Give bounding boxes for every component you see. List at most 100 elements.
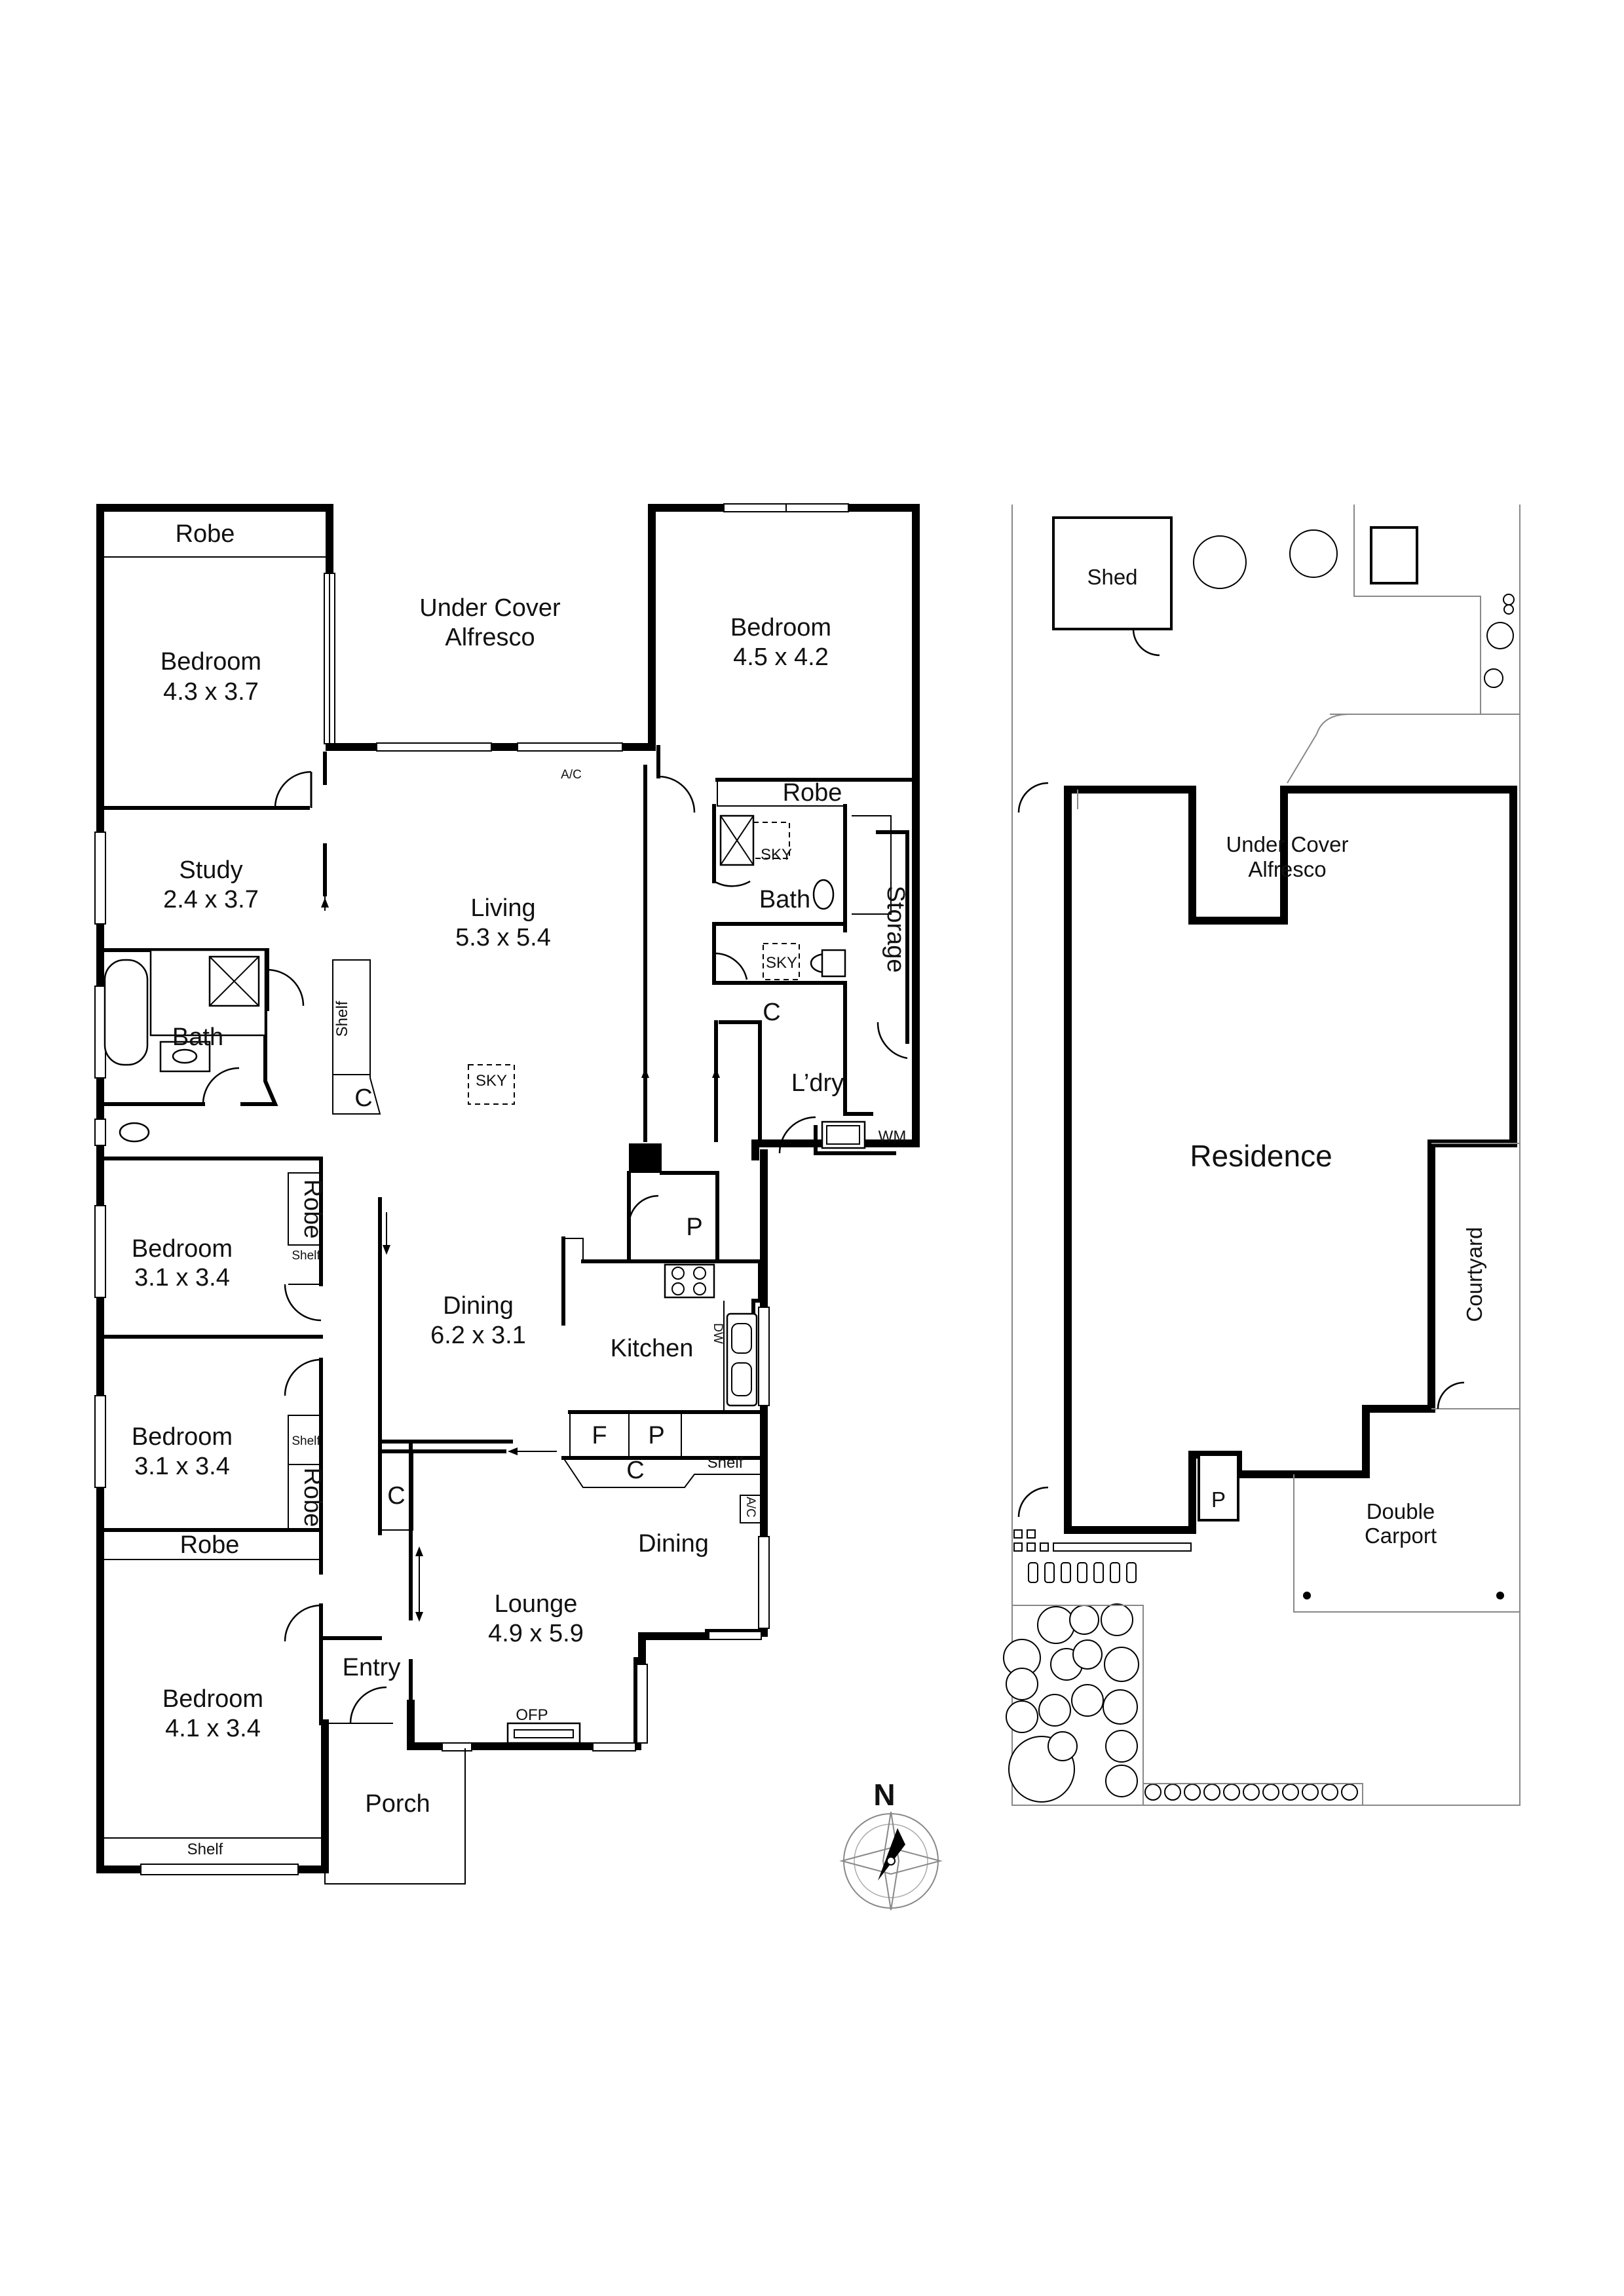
label-cupboard-lounge: C	[387, 1482, 405, 1510]
label-bedroom-w2-size: 3.1 x 3.4	[134, 1453, 230, 1480]
label-shelf-bed2: Shelf	[292, 1434, 320, 1448]
label-robe-w1: Robe	[299, 1179, 326, 1239]
sink-icon	[726, 1312, 758, 1407]
label-bedroom-w1-size: 3.1 x 3.4	[134, 1264, 230, 1292]
tree-icon	[1289, 529, 1338, 578]
label-robe-w2: Robe	[299, 1468, 326, 1527]
label-study: Study	[179, 856, 242, 884]
label-cupboard-kitchen: C	[626, 1457, 644, 1484]
tree-icon	[1069, 1605, 1099, 1635]
tree-icon	[1105, 1730, 1138, 1763]
label-sky-bath: SKY	[761, 846, 792, 864]
label-site-p: P	[1211, 1487, 1226, 1512]
basin-ne-icon	[812, 879, 835, 910]
label-living: Living	[470, 894, 535, 922]
label-dining-size: 6.2 x 3.1	[430, 1322, 526, 1349]
porch-outline	[324, 1723, 466, 1885]
label-alfresco-l2: Alfresco	[445, 624, 535, 651]
label-robe-ne: Robe	[783, 779, 842, 807]
label-site-alfresco-l2: Alfresco	[1248, 857, 1326, 881]
label-bedroom-ne: Bedroom	[730, 614, 831, 641]
label-shelf-hall: Shelf	[333, 1001, 351, 1037]
water-tank	[1370, 526, 1418, 584]
label-robe-sw: Robe	[180, 1531, 240, 1559]
tree-icon	[1103, 1689, 1138, 1725]
label-shed: Shed	[1087, 565, 1137, 589]
room-labels: Robe Bedroom 4.3 x 3.7 Under Cover Alfre…	[132, 520, 909, 1818]
cooktop-icon	[664, 1263, 715, 1299]
label-dining-small: Dining	[638, 1530, 709, 1558]
tree-icon	[1484, 668, 1503, 688]
column	[629, 1143, 662, 1173]
label-living-size: 5.3 x 5.4	[455, 924, 551, 951]
tree-icon	[1072, 1639, 1103, 1670]
label-dw: DW	[711, 1323, 725, 1344]
label-ofp: OFP	[516, 1706, 548, 1724]
label-porch: Porch	[365, 1790, 430, 1818]
shed	[1052, 516, 1173, 630]
label-shelf-kitchen: Shelf	[708, 1454, 744, 1472]
site-boundary	[1011, 505, 1520, 1806]
label-cupboard-ne: C	[763, 999, 780, 1026]
label-study-size: 2.4 x 3.7	[163, 886, 259, 913]
tree-icon	[1193, 535, 1247, 589]
label-sky-living: SKY	[476, 1072, 507, 1090]
small-labels: A/C A/C SKY SKY SKY Shelf Shelf Shelf Sh…	[187, 768, 797, 1858]
label-bedroom-ne-size: 4.5 x 4.2	[733, 643, 829, 671]
tree-icon	[1503, 594, 1515, 605]
tree-icon	[1048, 1731, 1078, 1761]
tree-icon	[1101, 1603, 1133, 1636]
tree-icon	[1486, 622, 1514, 649]
exterior-walls	[96, 504, 920, 1873]
label-cupboard-hall: C	[354, 1084, 372, 1112]
compass: N	[839, 1778, 943, 1911]
tree-icon	[1105, 1765, 1138, 1797]
label-robe-nw: Robe	[176, 520, 235, 548]
label-lounge: Lounge	[495, 1590, 578, 1618]
label-bedroom-sw-size: 4.1 x 3.4	[165, 1715, 261, 1742]
label-bedroom-w1: Bedroom	[132, 1235, 233, 1263]
doors	[202, 771, 908, 1724]
label-kitchen: Kitchen	[611, 1335, 694, 1362]
label-storage: Storage	[882, 885, 909, 972]
label-carport-l2: Carport	[1365, 1523, 1437, 1548]
label-carport-l1: Double	[1367, 1499, 1435, 1523]
hedge	[1144, 1784, 1358, 1801]
paving	[1013, 1529, 1192, 1583]
label-lounge-size: 4.9 x 5.9	[488, 1620, 584, 1647]
label-bath-w: Bath	[172, 1024, 223, 1051]
robes	[100, 556, 892, 1839]
tree-icon	[1503, 604, 1514, 615]
label-sky-wc: SKY	[766, 954, 797, 972]
label-ac-right: A/C	[744, 1497, 757, 1518]
fireplace-icon	[506, 1722, 581, 1744]
label-site-alfresco-l1: Under Cover	[1226, 832, 1348, 856]
label-laundry: L’dry	[791, 1069, 844, 1097]
skylights	[468, 822, 800, 1105]
label-bedroom-sw: Bedroom	[162, 1685, 263, 1713]
label-bedroom-nw-size: 4.3 x 3.7	[163, 678, 259, 706]
bathtub-icon	[104, 959, 149, 1066]
compass-needle-icon	[878, 1828, 905, 1881]
tree-icon	[1071, 1684, 1104, 1717]
label-fridge: F	[592, 1422, 607, 1449]
label-shelf-bed1: Shelf	[292, 1249, 320, 1263]
label-bedroom-w2: Bedroom	[132, 1423, 233, 1451]
tree-icon	[1104, 1647, 1139, 1682]
label-bedroom-nw: Bedroom	[161, 648, 261, 676]
windows	[94, 503, 849, 1875]
label-pantry: P	[686, 1214, 702, 1241]
fixtures	[104, 814, 866, 1744]
label-bath-ne: Bath	[759, 886, 810, 913]
tree-icon	[1037, 1606, 1075, 1644]
slide-arrows	[321, 894, 720, 1622]
label-shelf-bottom: Shelf	[187, 1841, 223, 1858]
label-dining: Dining	[443, 1292, 514, 1320]
site-plan: Shed	[1003, 505, 1520, 1806]
label-courtyard: Courtyard	[1462, 1227, 1486, 1322]
tree-icon	[1038, 1694, 1071, 1727]
compass-north-label: N	[873, 1778, 895, 1812]
tree-icon	[1006, 1700, 1038, 1733]
garden-trees	[1003, 529, 1515, 1803]
